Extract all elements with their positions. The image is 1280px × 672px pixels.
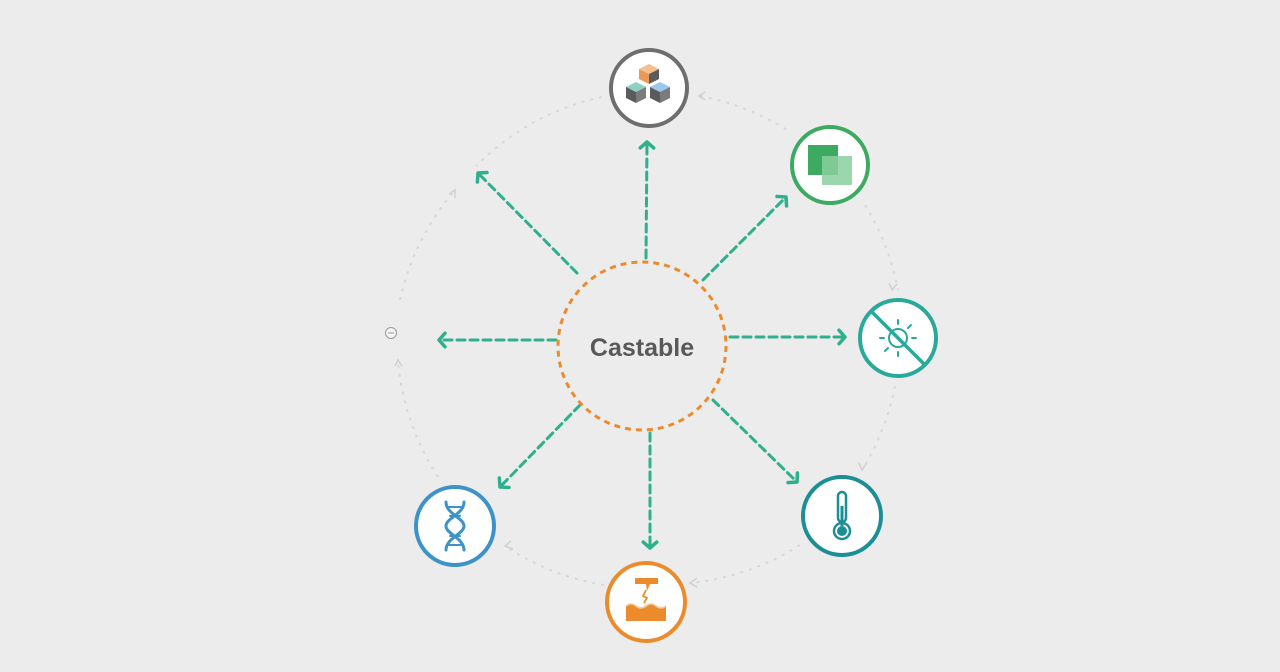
- center-circle: [556, 260, 728, 432]
- node-ring: [609, 48, 689, 128]
- arrow-shaft: [711, 398, 799, 484]
- arrow-head: [497, 476, 511, 490]
- arrow-shaft: [476, 171, 579, 275]
- orbit-arc: [399, 189, 456, 301]
- arrow-head: [775, 194, 789, 208]
- node-ring: [605, 561, 687, 643]
- orbit-arrowhead: [448, 188, 456, 198]
- orbit-arc: [861, 385, 896, 471]
- node-laser-cutting: [605, 561, 687, 643]
- arrow-to-left: [437, 331, 558, 349]
- arrow-head: [475, 170, 489, 184]
- orbit-arc: [699, 95, 788, 131]
- arrow-to-top: [638, 140, 656, 260]
- arrow-head: [437, 331, 447, 349]
- node-ring: [414, 485, 496, 567]
- arrow-to-upper-right: [701, 194, 789, 282]
- arrow-shaft: [498, 403, 582, 489]
- node-cubes: [609, 48, 689, 128]
- arrow-to-right: [728, 328, 847, 346]
- orbit-arcs: [397, 95, 899, 586]
- arrow-to-lower-right: [711, 398, 800, 485]
- no-sun-icon: [870, 310, 926, 366]
- thermometer-icon: [832, 490, 852, 541]
- center-node: Castable: [556, 260, 728, 432]
- arrow-head: [638, 140, 656, 150]
- arrow-head: [837, 328, 847, 346]
- overlapping-squares-icon: [808, 145, 852, 185]
- orbit-arrowhead: [858, 462, 867, 472]
- arrow-to-bottom: [641, 431, 659, 550]
- orbit-arrowhead: [888, 282, 898, 292]
- cubes-icon: [626, 64, 670, 103]
- arrow-shaft: [701, 195, 788, 282]
- arrow-head: [786, 471, 800, 485]
- node-dna: [414, 485, 496, 567]
- dna-icon: [444, 500, 466, 552]
- node-thermometer: [801, 475, 883, 557]
- arrow-to-upper-left: [475, 170, 579, 275]
- orbit-arc: [689, 544, 801, 584]
- orbit-arc: [475, 96, 603, 167]
- arrow-shaft: [644, 140, 649, 260]
- orbit-arrowhead: [688, 577, 698, 588]
- orbit-arc: [504, 545, 605, 586]
- orbit-arrowhead: [394, 358, 403, 367]
- small-marker-icon: [385, 327, 397, 339]
- arrow-to-lower-left: [497, 403, 582, 490]
- node-no-sun: [858, 298, 938, 378]
- orbit-arrowhead: [697, 91, 706, 101]
- center-label: Castable: [590, 334, 694, 362]
- orbit-arc: [864, 204, 899, 291]
- spoke-arrows: [437, 140, 847, 550]
- node-overlapping-squares: [790, 125, 870, 205]
- orbit-arrowheads: [394, 91, 898, 588]
- arrow-head: [641, 540, 659, 550]
- laser-cutting-icon: [625, 578, 667, 621]
- orbit-arc: [397, 359, 439, 478]
- orbit-arrowhead: [503, 540, 514, 550]
